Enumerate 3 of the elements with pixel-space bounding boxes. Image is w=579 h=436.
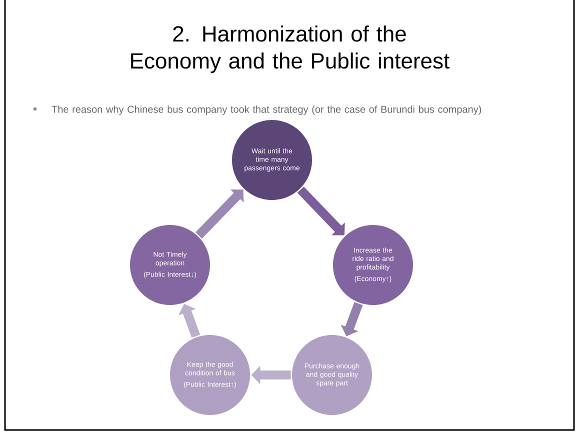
block-arrow	[297, 186, 345, 236]
slide-title: 2. Harmonization of the Economy and the Public interest	[131, 26, 450, 74]
block-arrow	[195, 190, 244, 239]
